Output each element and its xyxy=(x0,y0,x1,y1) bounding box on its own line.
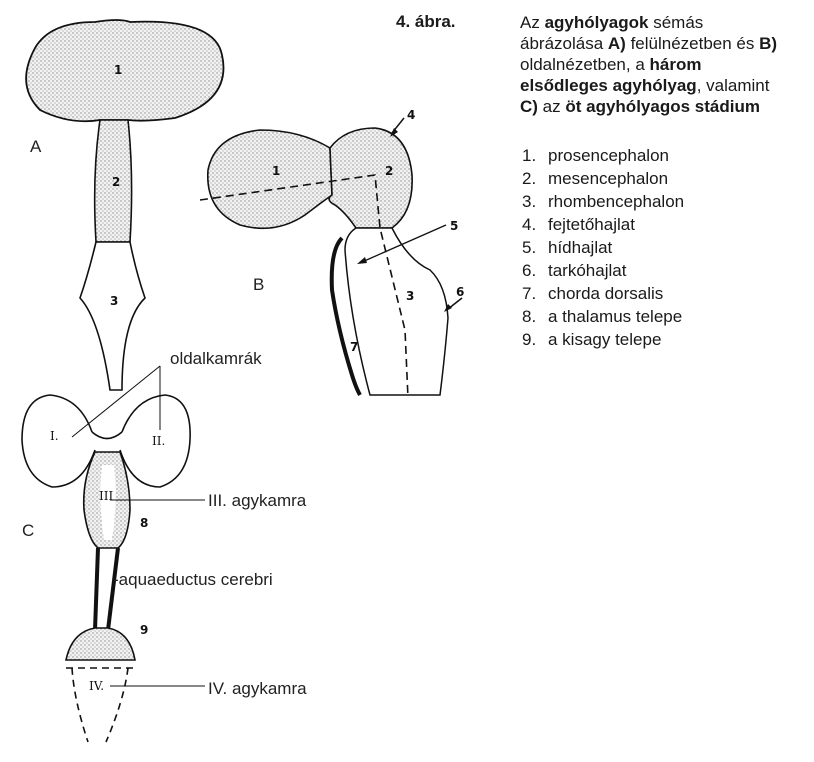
panel-c-roman-iv: IV. xyxy=(89,679,104,693)
legend-item-number: 5. xyxy=(522,238,537,257)
panel-b-num-4: 4 xyxy=(407,108,415,122)
legend-item-number: 3. xyxy=(522,192,537,211)
legend-item-text: hídhajlat xyxy=(548,238,613,257)
side-rhombencephalon xyxy=(344,227,449,396)
panel-c-num-8: 8 xyxy=(140,516,148,530)
arrow-hidhajlat xyxy=(361,224,447,263)
legend-item-text: chorda dorsalis xyxy=(548,284,664,303)
panel-a-num-1: 1 xyxy=(114,63,122,77)
legend-item: 6. tarkóhajlat xyxy=(522,259,684,282)
panel-b-num-6: 6 xyxy=(456,285,464,299)
panel-c-num-9: 9 xyxy=(140,623,148,637)
legend-item: 4. fejtetőhajlat xyxy=(522,213,684,236)
legend-item: 2. mesencephalon xyxy=(522,167,684,190)
panel-a-num-2: 2 xyxy=(112,175,120,189)
legend-item-text: prosencephalon xyxy=(548,146,669,165)
panel-b-drawing: 1 2 3 4 5 6 7 xyxy=(199,108,464,399)
arrowhead-tarkohajlat xyxy=(444,304,452,312)
legend-item-text: rhombencephalon xyxy=(548,192,685,211)
third-ventricle-lumen xyxy=(100,465,116,540)
aqueduct-right-wall xyxy=(106,547,120,631)
legend-item: 9. a kisagy telepe xyxy=(522,328,684,351)
caption-run: oldalnézetben, a xyxy=(520,55,650,74)
arrowhead-fejtetohajlat xyxy=(390,128,398,137)
legend-item: 7. chorda dorsalis xyxy=(522,282,684,305)
legend-item-number: 1. xyxy=(522,146,537,165)
arrowhead-hidhajlat xyxy=(357,257,367,264)
caption-run: Az xyxy=(520,13,545,32)
legend-item-number: 7. xyxy=(522,284,537,303)
panel-b-num-3: 3 xyxy=(406,289,414,303)
legend-item-number: 8. xyxy=(522,307,537,326)
side-mesencephalon xyxy=(328,127,413,229)
caption-bold-run: B) xyxy=(759,34,778,53)
panel-a-drawing: 1 2 3 xyxy=(25,19,225,391)
cerebellum-anlage xyxy=(65,627,136,661)
legend-item-number: 2. xyxy=(522,169,537,188)
lateral-ventricle-left xyxy=(21,394,96,488)
legend-item: 3. rhombencephalon xyxy=(522,190,684,213)
caption-bold-run: A) xyxy=(607,34,626,53)
caption-bold-run: agyhólyagok xyxy=(544,13,649,32)
interventricular-bridge xyxy=(91,431,123,440)
legend-item-text: a kisagy telepe xyxy=(548,330,662,349)
label-iv-agykamra: IV. agykamra xyxy=(208,679,307,698)
label-iii-agykamra: III. agykamra xyxy=(208,491,307,510)
caption-run: , valamint xyxy=(696,76,770,95)
panel-b-letter: B xyxy=(253,275,264,294)
caption-bold-run: C) xyxy=(520,97,538,116)
legend-item: 1. prosencephalon xyxy=(522,144,684,167)
legend-item-text: a thalamus telepe xyxy=(548,307,683,326)
figure-caption: Az agyhólyagok sémás ábrázolása A) felül… xyxy=(520,12,790,117)
fourth-ventricle xyxy=(66,667,135,743)
caption-bold-run: öt agyhólyagos stádium xyxy=(565,97,760,116)
label-oldalkamrak: oldalkamrák xyxy=(170,349,262,368)
panel-c-roman-iii: III xyxy=(99,489,113,503)
panel-c-drawing: I. II. III IV. 8 9 xyxy=(21,365,205,743)
legend-item-text: fejtetőhajlat xyxy=(548,215,635,234)
aqueduct-left-wall xyxy=(93,547,100,631)
legend-item-number: 9. xyxy=(522,330,537,349)
panel-c-roman-i: I. xyxy=(50,429,59,443)
caption-run: az xyxy=(537,97,566,116)
caption-run: sémás ábrázolása xyxy=(520,13,704,53)
side-prosencephalon xyxy=(207,129,333,230)
panel-b-num-5: 5 xyxy=(450,219,458,233)
chorda-dorsalis xyxy=(329,236,362,396)
side-midline-dashed xyxy=(199,174,409,399)
rhombencephalon-vesicle xyxy=(79,241,146,391)
figure-number: 4. ábra. xyxy=(396,12,456,31)
legend-item-number: 6. xyxy=(522,261,537,280)
legend-item: 5. hídhajlat xyxy=(522,236,684,259)
lateral-ventricle-right xyxy=(119,394,191,488)
panel-c-letter: C xyxy=(22,521,34,540)
panel-c-roman-ii: II. xyxy=(152,434,165,448)
panel-b-num-7: 7 xyxy=(350,340,358,354)
legend-item-text: tarkóhajlat xyxy=(548,261,627,280)
legend-item-number: 4. xyxy=(522,215,537,234)
panel-b-num-2: 2 xyxy=(385,164,393,178)
panel-a-letter: A xyxy=(30,137,42,156)
leader-oldalkamrak-left xyxy=(71,365,161,438)
legend-list: 1. prosencephalon 2. mesencephalon 3. rhomben… xyxy=(522,144,684,351)
panel-b-num-1: 1 xyxy=(272,164,280,178)
label-aquaeductus-cerebri: -aquaeductus cerebri xyxy=(113,570,273,589)
legend-item-text: mesencephalon xyxy=(548,169,669,188)
legend-item: 8. a thalamus telepe xyxy=(522,305,684,328)
prosencephalon-vesicle xyxy=(25,19,225,123)
panel-a-num-3: 3 xyxy=(110,294,118,308)
caption-bold-run: három elsődleges agyhólyag xyxy=(520,55,702,95)
caption-run: felülnézetben és xyxy=(625,34,760,53)
